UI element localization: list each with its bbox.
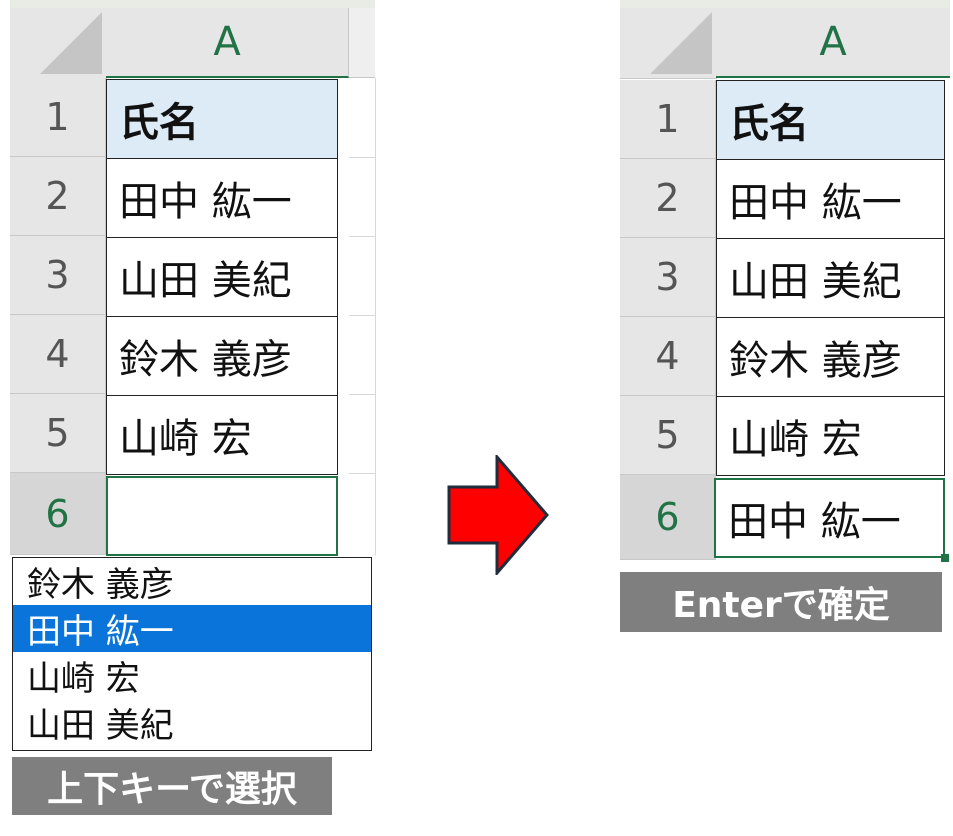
cell-a4[interactable]: 鈴木 義彦 bbox=[716, 317, 945, 397]
cell-a6-active[interactable]: 田中 紘一 bbox=[714, 478, 945, 558]
dropdown-item[interactable]: 山崎 宏 bbox=[27, 659, 140, 699]
cell-a5[interactable]: 山崎 宏 bbox=[716, 396, 945, 476]
cell-a1[interactable]: 氏名 bbox=[106, 79, 338, 159]
cell-a1[interactable]: 氏名 bbox=[716, 80, 945, 160]
dropdown-item[interactable]: 鈴木 義彦 bbox=[27, 565, 174, 605]
cell-a3[interactable]: 山田 美紀 bbox=[106, 237, 338, 317]
row-header-5[interactable]: 5 bbox=[10, 394, 106, 473]
select-all-corner[interactable] bbox=[620, 8, 717, 79]
row-header-6[interactable]: 6 bbox=[10, 473, 106, 555]
dropdown-item-selected[interactable]: 田中 紘一 bbox=[13, 605, 371, 652]
cell-a2[interactable]: 田中 紘一 bbox=[106, 158, 338, 238]
row-header-6[interactable]: 6 bbox=[620, 475, 716, 560]
grid-line bbox=[349, 315, 375, 316]
row-header-1[interactable]: 1 bbox=[10, 78, 106, 157]
grid-line bbox=[349, 394, 375, 395]
right-spreadsheet: A 1 2 3 4 5 6 氏名 田中 紘一 山田 美紀 鈴木 義彦 山崎 宏 … bbox=[620, 0, 950, 562]
right-arrow-icon bbox=[447, 455, 549, 575]
row-header-3[interactable]: 3 bbox=[10, 236, 106, 315]
caption-select-with-arrow-keys: 上下キーで選択 bbox=[12, 757, 332, 815]
column-header-b-partial[interactable] bbox=[349, 8, 375, 78]
row-header-3[interactable]: 3 bbox=[620, 238, 716, 317]
grid-line bbox=[349, 236, 375, 237]
grid-line bbox=[375, 78, 376, 555]
grid-line bbox=[349, 157, 375, 158]
cell-a6-active[interactable] bbox=[106, 476, 338, 556]
row-header-2[interactable]: 2 bbox=[620, 159, 716, 238]
cell-a3[interactable]: 山田 美紀 bbox=[716, 238, 945, 318]
dropdown-item[interactable]: 山田 美紀 bbox=[27, 706, 174, 746]
fill-handle[interactable] bbox=[941, 554, 949, 562]
row-header-4[interactable]: 4 bbox=[10, 315, 106, 394]
row-header-4[interactable]: 4 bbox=[620, 317, 716, 396]
row-header-5[interactable]: 5 bbox=[620, 396, 716, 475]
left-spreadsheet: A 1 2 3 4 5 6 氏名 田中 紘一 山田 美紀 鈴木 義彦 山崎 宏 bbox=[10, 0, 376, 556]
caption-confirm-with-enter: Enterで確定 bbox=[620, 572, 942, 632]
row-header-1[interactable]: 1 bbox=[620, 80, 716, 159]
select-all-triangle-icon bbox=[40, 12, 102, 74]
sheet-top-strip bbox=[620, 0, 950, 8]
cell-a2[interactable]: 田中 紘一 bbox=[716, 159, 945, 239]
select-all-triangle-icon bbox=[650, 12, 712, 74]
autocomplete-dropdown[interactable]: 鈴木 義彦 田中 紘一 山崎 宏 山田 美紀 bbox=[12, 557, 372, 751]
grid-line bbox=[349, 473, 375, 474]
column-header-a[interactable]: A bbox=[716, 8, 950, 78]
sheet-top-strip bbox=[10, 0, 375, 8]
row-header-2[interactable]: 2 bbox=[10, 157, 106, 236]
column-header-a[interactable]: A bbox=[106, 8, 349, 78]
cell-a4[interactable]: 鈴木 義彦 bbox=[106, 316, 338, 396]
cell-a5[interactable]: 山崎 宏 bbox=[106, 395, 338, 475]
select-all-corner[interactable] bbox=[10, 8, 107, 79]
